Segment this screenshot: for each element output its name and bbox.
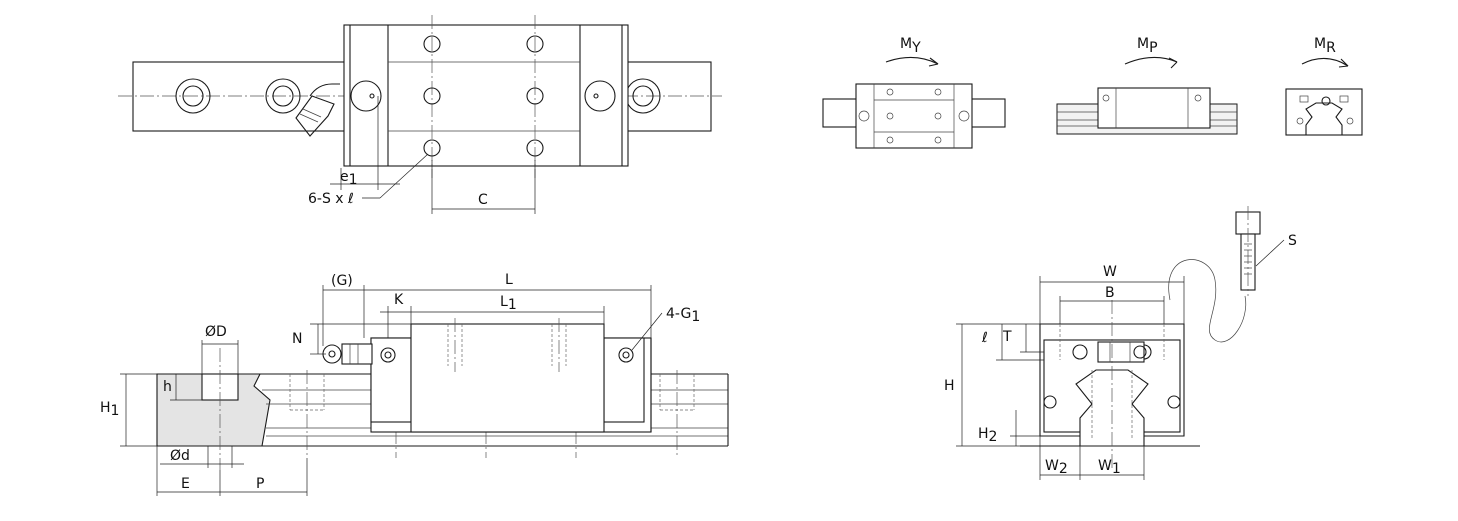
- mr-block: [1285, 88, 1363, 136]
- G1-label: 4-G1: [666, 306, 700, 325]
- screw-callout-label: 6-S x ℓ: [308, 191, 354, 207]
- end-seal-screws: [350, 80, 616, 112]
- e1-label: e1: [340, 169, 358, 188]
- mp-label: MP: [1137, 36, 1158, 56]
- K-label: K: [394, 292, 404, 308]
- mr-arrow: [1301, 57, 1349, 67]
- bolt-leader-curve: [1168, 259, 1247, 343]
- bolt-s: [1235, 206, 1261, 296]
- B-label: B: [1105, 285, 1115, 301]
- end-view: S W B ℓ T: [944, 206, 1297, 480]
- T-label: T: [1002, 329, 1012, 345]
- moment-views: MY MP MR: [822, 36, 1363, 149]
- top-view: e1 6-S x ℓ C: [118, 15, 722, 214]
- ell-label: ℓ: [981, 330, 988, 346]
- block-top: [343, 24, 629, 167]
- my-arrow: [885, 56, 939, 65]
- mr-label: MR: [1314, 36, 1336, 56]
- mp-block: [1097, 87, 1211, 129]
- P-label: P: [256, 476, 264, 492]
- rail-hidden-holes: [289, 370, 695, 458]
- L-label: L: [505, 272, 513, 288]
- end-grease-nipple: [1097, 341, 1147, 363]
- phiD-label: ØD: [205, 324, 227, 340]
- C-label: C: [478, 192, 488, 208]
- H-label: H: [944, 378, 955, 394]
- my-block: [855, 83, 973, 149]
- side-view: (G) L K L1 N 4-G1 ØD h H1 Ød E: [100, 272, 729, 496]
- W-label: W: [1103, 264, 1117, 280]
- H2-label: H2: [978, 426, 997, 445]
- W2-label: W2: [1045, 458, 1068, 477]
- W1-label: W1: [1098, 458, 1121, 477]
- grease-nipple-top: [295, 83, 340, 137]
- S-label: S: [1288, 233, 1297, 249]
- tapped-holes-top: [423, 35, 544, 157]
- phid-label: Ød: [170, 448, 190, 464]
- E-label: E: [181, 476, 190, 492]
- h-label: h: [163, 379, 172, 395]
- H1-label: H1: [100, 400, 119, 419]
- G-label: (G): [331, 273, 353, 289]
- N-label: N: [292, 331, 302, 347]
- my-label: MY: [900, 36, 921, 56]
- L1-label: L1: [500, 294, 517, 313]
- block-body: [410, 323, 605, 433]
- block-tapped-holes-hidden: [447, 318, 567, 372]
- rail-hole-2: [265, 78, 301, 114]
- grease-nipple-side: [322, 343, 373, 365]
- rail-hole-1: [175, 78, 211, 114]
- rail-end-profile: [1075, 369, 1149, 447]
